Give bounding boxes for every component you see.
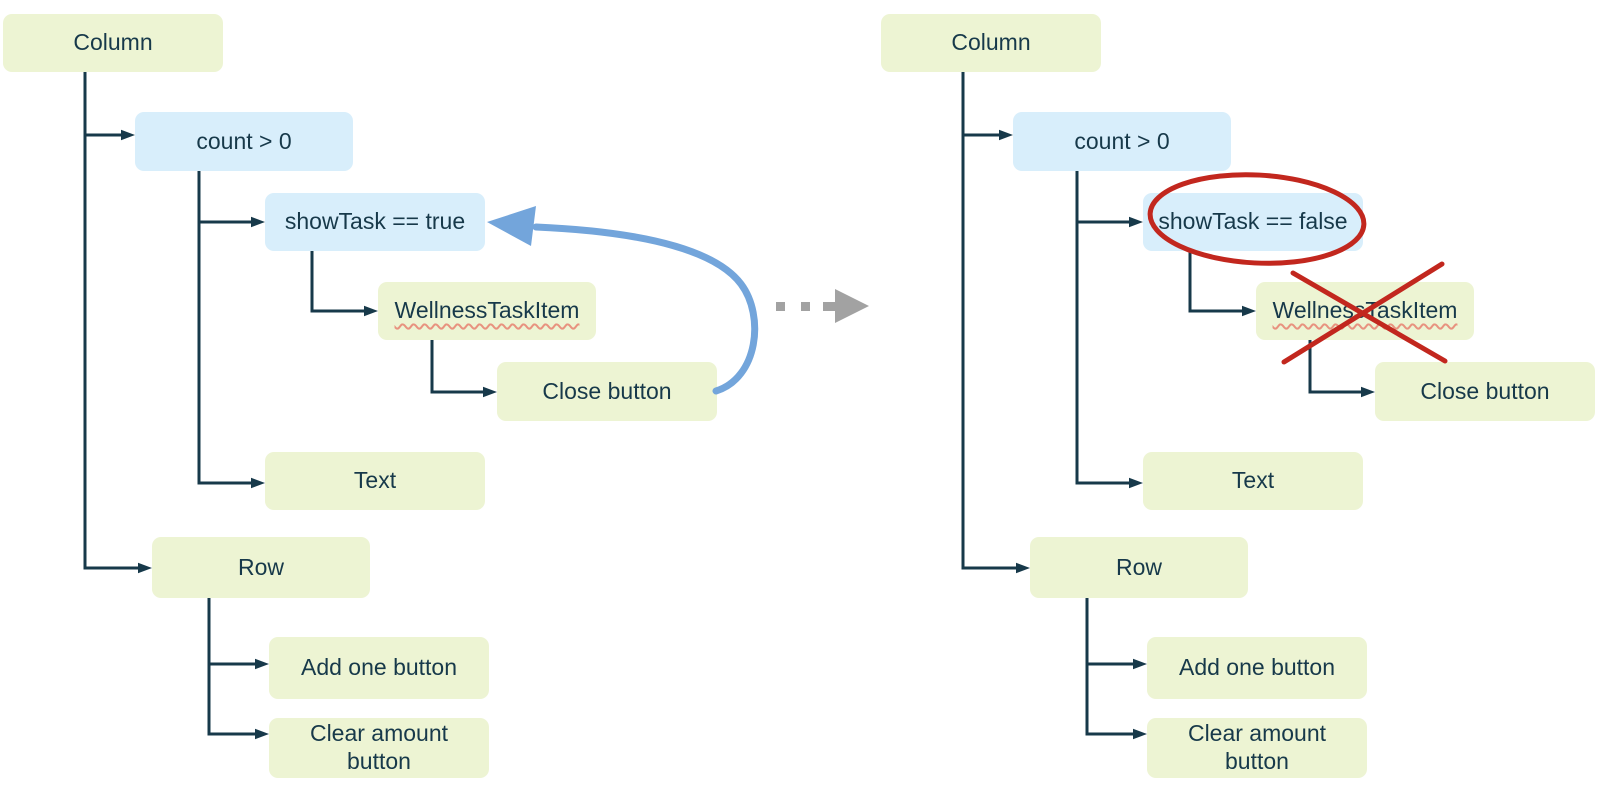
right-node-row: Row (1030, 537, 1248, 598)
left-node-add-one-button: Add one button (269, 637, 489, 699)
right-node-clear-amount-button: Clear amount button (1147, 718, 1367, 778)
right-node-count-condition: count > 0 (1013, 112, 1231, 171)
right-node-wellness-task-item: WellnessTaskItem (1256, 282, 1474, 340)
left-node-wellness-task-item: WellnessTaskItem (378, 282, 596, 340)
left-tree-connectors (83, 72, 497, 740)
left-node-close-button: Close button (497, 362, 717, 421)
transition-arrow-icon (776, 289, 869, 323)
wellness-task-item-label: WellnessTaskItem (394, 297, 580, 324)
left-node-column: Column (3, 14, 223, 72)
left-node-row: Row (152, 537, 370, 598)
right-node-column: Column (881, 14, 1101, 72)
left-node-count-condition: count > 0 (135, 112, 353, 171)
right-tree-connectors (961, 72, 1375, 740)
right-node-close-button: Close button (1375, 362, 1595, 421)
left-node-text: Text (265, 452, 485, 510)
right-node-add-one-button: Add one button (1147, 637, 1367, 699)
right-node-show-task-condition: showTask == false (1143, 193, 1363, 251)
left-node-clear-amount-button: Clear amount button (269, 718, 489, 778)
right-node-text: Text (1143, 452, 1363, 510)
wellness-task-item-label: WellnessTaskItem (1272, 297, 1458, 324)
left-node-show-task-condition: showTask == true (265, 193, 485, 251)
